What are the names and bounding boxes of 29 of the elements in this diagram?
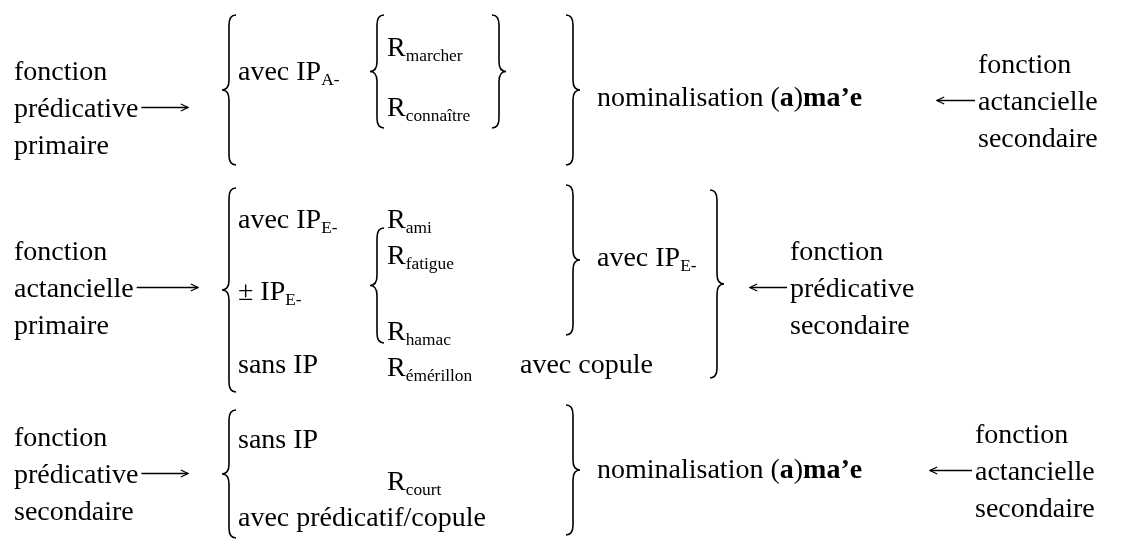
function-label: fonction prédicative secondaire: [14, 418, 139, 529]
condition-text: avec copule: [520, 347, 653, 381]
root-text: R$_{émérillon}$: [387, 350, 473, 385]
root-text: R$_{marcher}$: [387, 30, 463, 65]
nominalisation-text: nominalisation (a)ma’e: [597, 80, 863, 114]
arrow: [929, 466, 973, 475]
arrow: [136, 283, 199, 292]
function-label: fonction actancielle secondaire: [978, 45, 1098, 156]
nominalisation-text: nominalisation (a)ma’e: [597, 452, 863, 486]
root-text: R$_{connaître}$: [387, 90, 471, 125]
condition-text: avec IP$_{E-}$: [597, 240, 697, 275]
function-label: fonction actancielle secondaire: [975, 415, 1095, 526]
condition-text: sans IP: [238, 422, 319, 456]
condition-text: avec IP$_{A-}$: [238, 54, 340, 89]
function-label: fonction actancielle primaire: [14, 232, 134, 343]
condition-text: sans IP: [238, 347, 319, 381]
function-label: fonction prédicative primaire: [14, 52, 139, 163]
root-text: R$_{hamac}$: [387, 314, 451, 349]
root-text: R$_{fatigue}$: [387, 238, 454, 273]
arrow: [140, 469, 189, 478]
root-text: R$_{court}$: [387, 464, 442, 499]
root-text: R$_{ami}$: [387, 202, 432, 237]
condition-text: avec IP$_{E-}$: [238, 202, 338, 237]
arrow: [749, 283, 788, 292]
condition-text: avec prédicatif/copule: [238, 500, 486, 534]
function-label: fonction prédicative secondaire: [790, 232, 915, 343]
condition-text: ± IP$_{E-}$: [238, 274, 302, 309]
arrow: [140, 103, 189, 112]
arrow: [936, 96, 976, 105]
